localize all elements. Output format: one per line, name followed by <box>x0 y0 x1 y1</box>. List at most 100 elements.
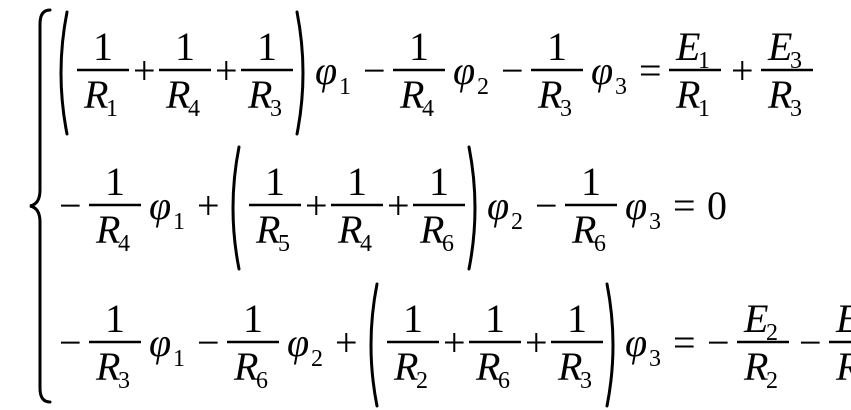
operator: = <box>673 320 696 365</box>
fraction-denominator: R <box>767 72 792 117</box>
operator: − <box>501 48 524 93</box>
fraction-denominator: R <box>419 207 444 252</box>
operator: − <box>363 48 386 93</box>
operator: + <box>215 48 238 93</box>
fraction-numerator: E <box>835 296 851 341</box>
operator: − <box>59 320 82 365</box>
right-parenthesis <box>467 145 477 271</box>
denominator-subscript: 3 <box>270 96 282 122</box>
phi-variable: φ <box>453 48 475 93</box>
fraction-numerator: 1 <box>485 296 505 341</box>
operator: − <box>59 183 82 228</box>
phi-variable: φ <box>287 320 309 365</box>
variable-subscript: 1 <box>339 74 351 100</box>
denominator-subscript: 3 <box>118 368 130 394</box>
right-parenthesis <box>295 10 305 136</box>
fraction-denominator: R <box>675 72 700 117</box>
phi-variable: φ <box>625 183 647 228</box>
numerator-subscript: 2 <box>766 320 778 346</box>
operator: + <box>197 183 220 228</box>
operator: + <box>305 183 328 228</box>
denominator-subscript: 4 <box>118 231 130 257</box>
fraction-numerator: 1 <box>105 159 125 204</box>
phi-variable: φ <box>149 183 171 228</box>
variable-subscript: 3 <box>615 74 627 100</box>
denominator-subscript: 6 <box>594 231 606 257</box>
fraction-numerator: 1 <box>175 24 195 69</box>
fraction-numerator: 1 <box>409 24 429 69</box>
variable-subscript: 3 <box>649 346 661 372</box>
numerator-subscript: 1 <box>698 48 710 74</box>
phi-variable: φ <box>487 183 509 228</box>
fraction-numerator: 1 <box>403 296 423 341</box>
operator: + <box>335 320 358 365</box>
left-parenthesis <box>369 282 379 408</box>
denominator-subscript: 5 <box>278 231 290 257</box>
denominator-subscript: 3 <box>790 96 802 122</box>
variable-subscript: 2 <box>477 74 489 100</box>
fraction-numerator: 1 <box>581 159 601 204</box>
operator: = <box>673 183 696 228</box>
variable-subscript: 2 <box>511 209 523 235</box>
denominator-subscript: 4 <box>422 96 434 122</box>
denominator-subscript: 1 <box>106 96 118 122</box>
denominator-subscript: 6 <box>498 368 510 394</box>
denominator-subscript: 3 <box>580 368 592 394</box>
fraction-denominator: R <box>255 207 280 252</box>
denominator-subscript: 1 <box>698 96 710 122</box>
denominator-subscript: 2 <box>766 368 778 394</box>
left-parenthesis <box>231 145 241 271</box>
variable-subscript: 2 <box>311 346 323 372</box>
operator: − <box>535 183 558 228</box>
fraction-numerator: 1 <box>429 159 449 204</box>
fraction-numerator: 1 <box>105 296 125 341</box>
operator: + <box>133 48 156 93</box>
variable-subscript: 1 <box>173 346 185 372</box>
constant: 0 <box>707 183 727 228</box>
fraction-denominator: R <box>743 344 768 389</box>
denominator-subscript: 2 <box>416 368 428 394</box>
fraction-numerator: 1 <box>265 159 285 204</box>
fraction-denominator: R <box>393 344 418 389</box>
phi-variable: φ <box>591 48 613 93</box>
denominator-subscript: 4 <box>360 231 372 257</box>
fraction-numerator: E <box>743 296 768 341</box>
fraction-denominator: R <box>83 72 108 117</box>
operator: − <box>197 320 220 365</box>
fraction-denominator: R <box>537 72 562 117</box>
fraction-numerator: 1 <box>243 296 263 341</box>
operator: + <box>731 48 754 93</box>
denominator-subscript: 3 <box>560 96 572 122</box>
fraction-numerator: E <box>675 24 700 69</box>
fraction-numerator: 1 <box>547 24 567 69</box>
operator: + <box>387 183 410 228</box>
right-parenthesis <box>605 282 615 408</box>
operator: = <box>639 48 662 93</box>
fraction-numerator: 1 <box>567 296 587 341</box>
left-parenthesis <box>59 10 69 136</box>
fraction-denominator: R <box>247 72 272 117</box>
fraction-denominator: R <box>337 207 362 252</box>
fraction-denominator: R <box>399 72 424 117</box>
variable-subscript: 3 <box>649 209 661 235</box>
fraction-numerator: 1 <box>347 159 367 204</box>
fraction-numerator: 1 <box>93 24 113 69</box>
fraction-denominator: R <box>835 344 851 389</box>
phi-variable: φ <box>149 320 171 365</box>
denominator-subscript: 6 <box>256 368 268 394</box>
operator: − <box>707 320 730 365</box>
fraction-numerator: E <box>767 24 792 69</box>
operator: + <box>525 320 548 365</box>
fraction-numerator: 1 <box>257 24 277 69</box>
numerator-subscript: 3 <box>790 48 802 74</box>
denominator-subscript: 6 <box>442 231 454 257</box>
system-brace <box>29 8 52 404</box>
fraction-denominator: R <box>165 72 190 117</box>
variable-subscript: 1 <box>173 209 185 235</box>
denominator-subscript: 4 <box>188 96 200 122</box>
phi-variable: φ <box>625 320 647 365</box>
fraction-denominator: R <box>571 207 596 252</box>
fraction-denominator: R <box>557 344 582 389</box>
